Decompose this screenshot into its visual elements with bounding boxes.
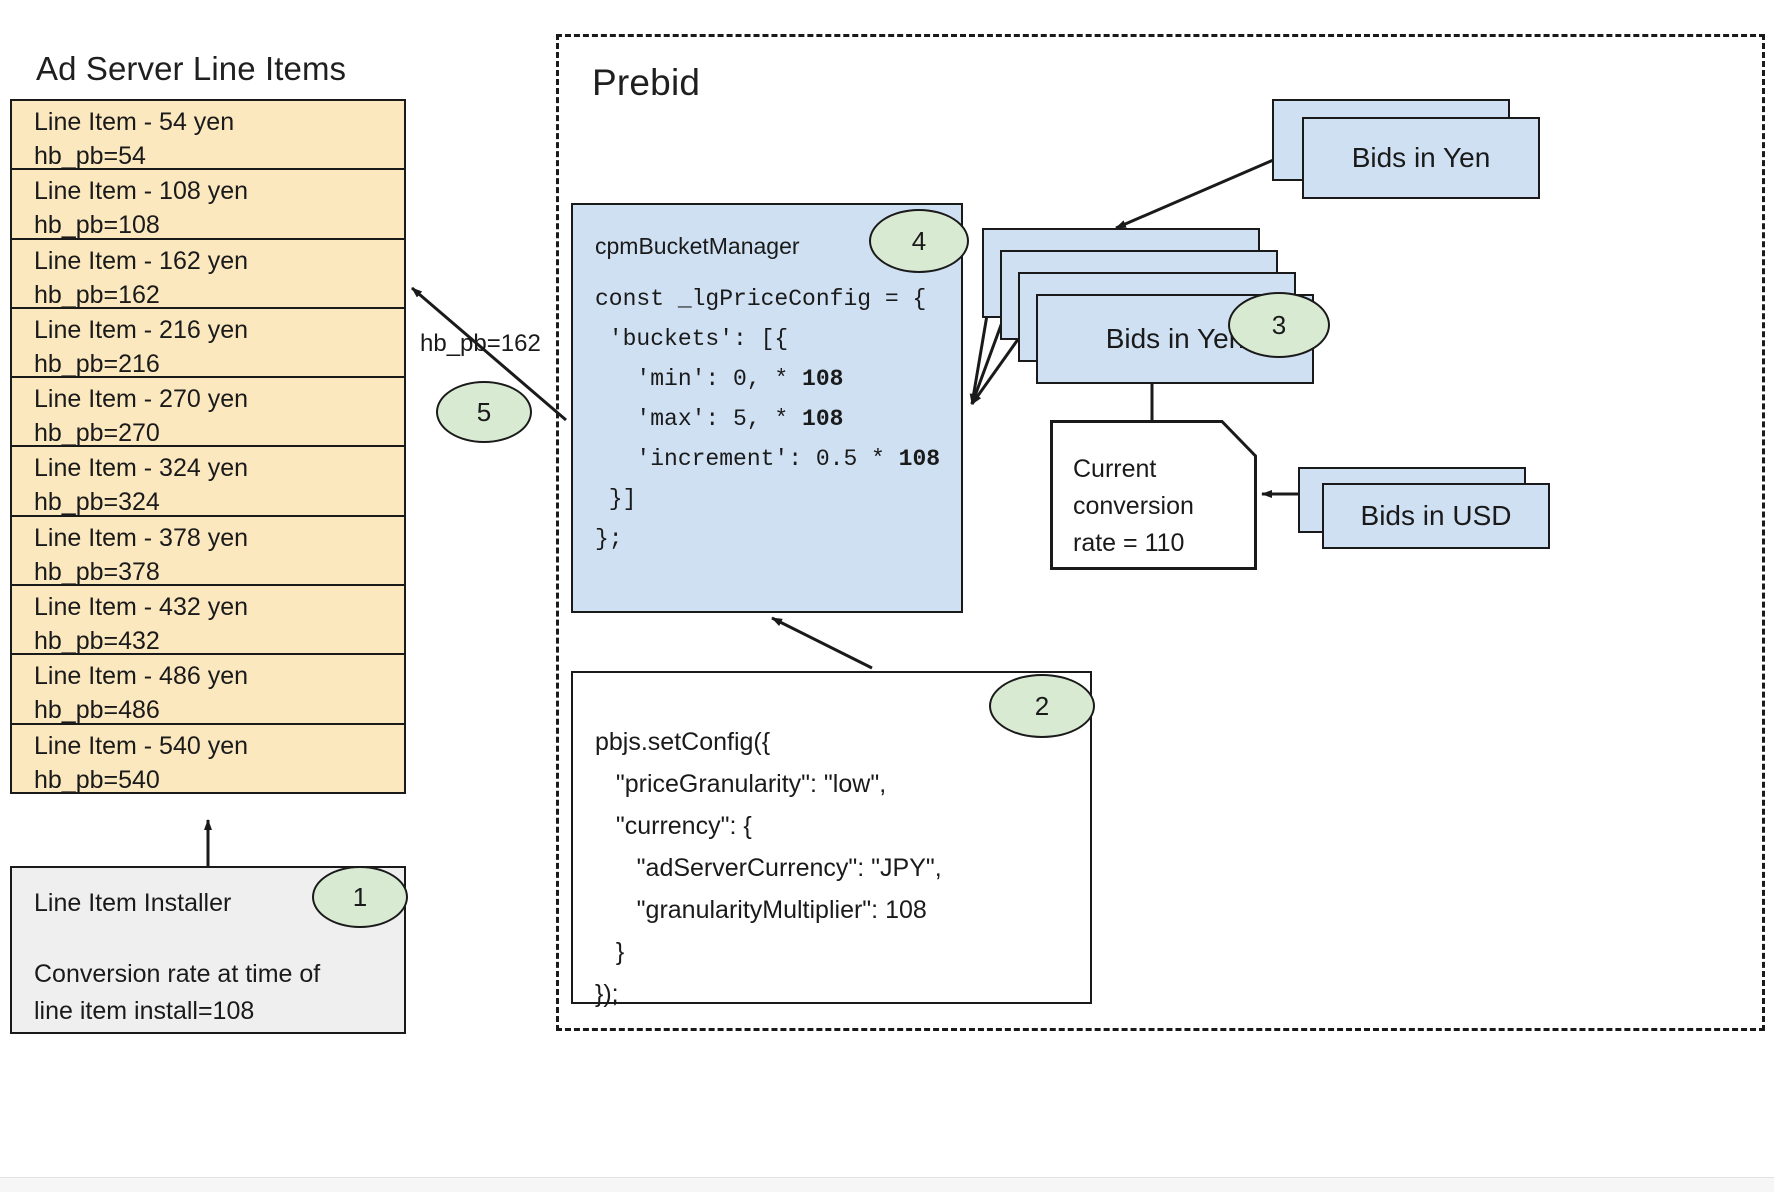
code-line: 'min': 0, * 108: [595, 366, 844, 392]
line-item-key: hb_pb=486: [34, 696, 160, 725]
conversion-rate-text: Current conversion rate = 110: [1073, 455, 1194, 557]
edge-label-hb-pb-162: hb_pb=162: [420, 330, 541, 357]
line-item-row[interactable]: Line Item - 432 yen hb_pb=432: [12, 586, 404, 656]
cpm-bucket-manager-code: const _lgPriceConfig = { 'buckets': [{ '…: [595, 279, 961, 559]
code-line: }]: [595, 486, 637, 512]
line-item-key: hb_pb=54: [34, 142, 146, 170]
step-badge-3: 3: [1228, 292, 1330, 358]
line-item-name: Line Item - 270 yen: [34, 385, 249, 414]
code-line: "currency": {: [595, 812, 752, 840]
line-item-row[interactable]: Line Item - 162 yen hb_pb=162: [12, 239, 404, 309]
prebid-title: Prebid: [592, 62, 701, 103]
conversion-rate-note: Current conversion rate = 110: [1050, 420, 1257, 570]
step-badge-1-label: 1: [352, 881, 368, 912]
bids-in-yen-top-label: Bids in Yen: [1351, 142, 1491, 173]
line-item-row[interactable]: Line Item - 378 yen hb_pb=378: [12, 516, 404, 587]
bids-in-yen-top-card[interactable]: Bids in Yen: [1302, 117, 1540, 199]
code-line: 'increment': 0.5 * 108: [595, 446, 941, 472]
step-badge-4: 4: [869, 209, 969, 273]
bids-in-usd-card[interactable]: Bids in USD: [1322, 483, 1550, 549]
line-item-name: Line Item - 540 yen: [34, 731, 249, 760]
code-line: });: [595, 980, 619, 1008]
line-item-key: hb_pb=108: [34, 211, 160, 240]
bids-in-yen-top-stack: Bids in Yen: [1272, 99, 1562, 199]
code-line: const _lgPriceConfig = {: [595, 286, 927, 312]
line-item-key: hb_pb=540: [34, 765, 160, 794]
line-item-row[interactable]: Line Item - 108 yen hb_pb=108: [12, 170, 404, 240]
prebid-container: [556, 34, 1765, 1031]
line-item-name: Line Item - 378 yen: [34, 523, 249, 552]
line-item-row[interactable]: Line Item - 486 yen hb_pb=486: [12, 655, 404, 725]
code-line: "priceGranularity": "low",: [595, 770, 887, 798]
line-item-name: Line Item - 324 yen: [34, 454, 249, 483]
step-badge-1: 1: [312, 866, 408, 928]
line-item-name: Line Item - 432 yen: [34, 593, 249, 622]
bids-in-usd-label: Bids in USD: [1360, 500, 1512, 531]
line-item-name: Line Item - 486 yen: [34, 662, 249, 691]
installer-title: Line Item Installer: [34, 889, 232, 917]
cpm-bucket-manager-title: cpmBucketManager: [595, 233, 800, 259]
line-item-name: Line Item - 162 yen: [34, 246, 249, 275]
code-line: };: [595, 526, 623, 552]
code-line: 'buckets': [{: [595, 326, 789, 352]
code-line: "granularityMultiplier": 108: [595, 896, 927, 924]
line-item-list: Line Item - 54 yen hb_pb=54 Line Item - …: [10, 99, 406, 794]
line-item-key: hb_pb=324: [34, 488, 160, 517]
code-line: }: [595, 938, 625, 966]
line-item-row[interactable]: Line Item - 54 yen hb_pb=54: [12, 101, 404, 171]
code-line: 'max': 5, * 108: [595, 406, 844, 432]
line-item-key: hb_pb=378: [34, 557, 160, 586]
code-line: pbjs.setConfig({: [595, 728, 771, 756]
bids-in-yen-mid-card[interactable]: Bids in Yen: [1036, 294, 1314, 384]
line-item-name: Line Item - 108 yen: [34, 177, 249, 206]
step-badge-5-label: 5: [476, 396, 492, 427]
line-item-row[interactable]: Line Item - 540 yen hb_pb=540: [12, 724, 404, 794]
line-item-key: hb_pb=216: [34, 349, 160, 378]
line-item-name: Line Item - 54 yen: [34, 108, 235, 136]
line-item-key: hb_pb=432: [34, 627, 160, 656]
bids-in-usd-stack: Bids in USD: [1298, 467, 1560, 549]
line-item-key: hb_pb=270: [34, 419, 160, 448]
step-badge-4-label: 4: [911, 225, 927, 256]
line-item-row[interactable]: Line Item - 270 yen hb_pb=270: [12, 378, 404, 448]
line-item-name: Line Item - 216 yen: [34, 315, 249, 344]
installer-conversion-note: Conversion rate at time of line item ins…: [34, 960, 321, 1025]
line-item-key: hb_pb=162: [34, 280, 160, 309]
line-item-row[interactable]: Line Item - 216 yen hb_pb=216: [12, 308, 404, 379]
line-item-row[interactable]: Line Item - 324 yen hb_pb=324: [12, 447, 404, 517]
step-badge-3-label: 3: [1271, 309, 1287, 340]
code-line: "adServerCurrency": "JPY",: [595, 854, 942, 882]
note-shape-icon: [1050, 420, 1257, 570]
step-badge-2-label: 2: [1034, 690, 1050, 721]
step-badge-2: 2: [989, 674, 1095, 738]
page-title-ad-server-line-items: Ad Server Line Items: [36, 50, 347, 87]
cpm-bucket-manager-box: cpmBucketManager const _lgPriceConfig = …: [571, 203, 963, 613]
step-badge-5: 5: [436, 381, 532, 443]
pbjs-setconfig-box: pbjs.setConfig({ "priceGranularity": "lo…: [571, 671, 1092, 1008]
bids-in-yen-mid-label: Bids in Yen: [1105, 323, 1245, 354]
page-bottom-edge: [0, 1177, 1774, 1192]
